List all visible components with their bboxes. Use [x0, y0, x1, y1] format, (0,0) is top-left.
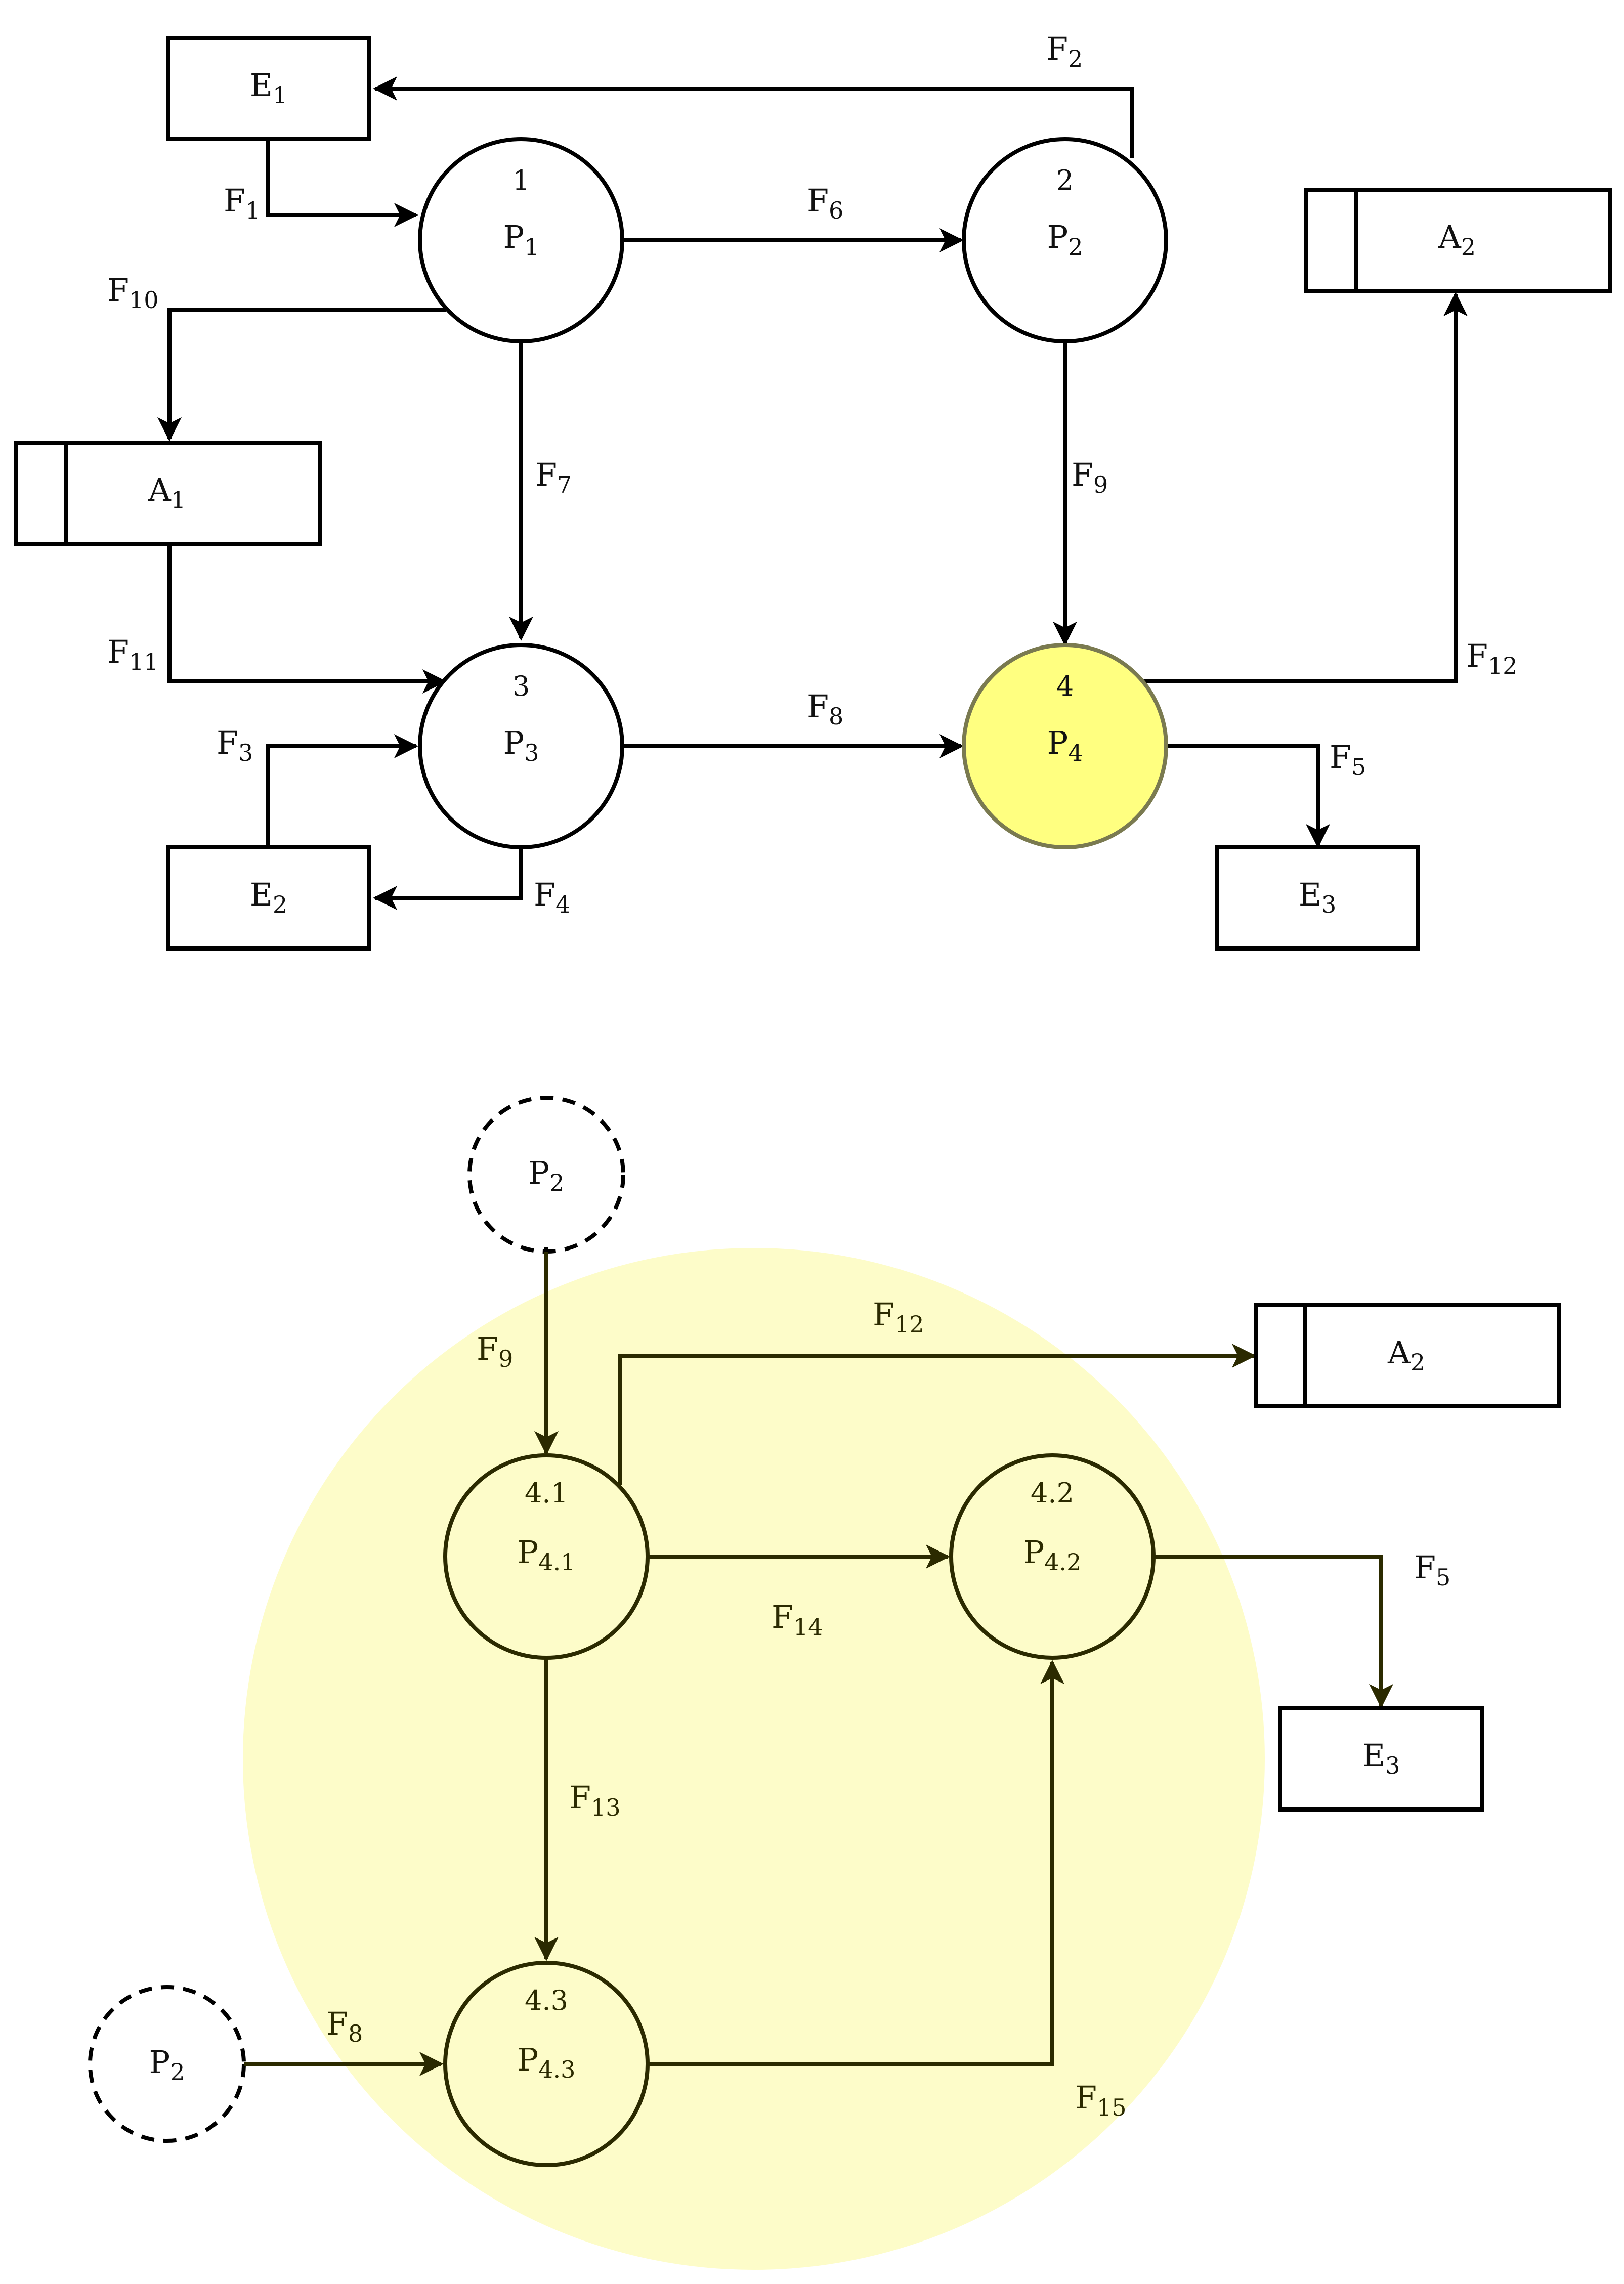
flow-f9-label: F9: [1072, 456, 1108, 498]
process-p4-highlighted: 4 P4: [962, 643, 1168, 849]
ghost-p2-top-label: P2: [529, 1154, 565, 1196]
process-p2-number: 2: [1056, 164, 1074, 196]
flow-f6-label: F6: [807, 182, 843, 224]
entity-e1-label: E1: [250, 67, 288, 109]
process-p4-3-number: 4.3: [525, 1985, 568, 2016]
store-a1: A1: [14, 441, 322, 546]
flow-f5-line: [1166, 744, 1330, 848]
entity-e2: E2: [166, 845, 371, 951]
flow-f8-label: F8: [807, 688, 843, 730]
process-p1: 1 P1: [418, 137, 624, 343]
flow-f3-line: [266, 734, 418, 846]
process-p1-number: 1: [512, 164, 530, 196]
process-p4-number: 4: [1056, 670, 1074, 702]
process-p4-1-label: P4.1: [518, 1534, 576, 1576]
flow-f1-label: F1: [224, 182, 260, 224]
flow-f5-detail-label: F5: [1414, 1549, 1450, 1591]
process-p4-3: 4.3 P4.3: [443, 1961, 650, 2167]
flow-f3-label: F3: [217, 724, 253, 766]
ghost-p2-left-label: P2: [149, 2044, 185, 2086]
store-a2: A2: [1304, 188, 1612, 293]
process-p4-1-number: 4.1: [525, 1477, 568, 1509]
process-p4-label: P4: [1047, 724, 1083, 766]
store-a2-detail-label: A2: [1387, 1334, 1425, 1376]
entity-e3-detail-label: E3: [1362, 1737, 1400, 1779]
store-a2-label: A2: [1438, 219, 1476, 261]
process-p2-label: P2: [1047, 219, 1083, 261]
process-p1-label: P1: [503, 219, 539, 261]
flow-f12-label: F12: [1466, 637, 1518, 679]
process-p4-2: 4.2 P4.2: [949, 1453, 1156, 1660]
flow-f10-line: [157, 308, 446, 442]
ghost-process-p2-top: P2: [467, 1096, 625, 1254]
store-a2-detail: A2: [1254, 1303, 1561, 1408]
flow-f12-detail-label: F12: [873, 1296, 924, 1338]
top-flow-labels: F1 F2 F6 F10 F7 F9 F11 F12 F8 F5 F3 F4: [107, 30, 1518, 918]
flow-f5-detail-line: [1153, 1555, 1393, 1708]
flow-f14-label: F14: [772, 1599, 823, 1641]
top-flow-lines: [157, 76, 1468, 910]
store-a1-label: A1: [148, 471, 186, 513]
flow-f12-line: [1143, 292, 1468, 683]
flow-f15-label: F15: [1075, 2079, 1127, 2121]
process-p4-2-number: 4.2: [1031, 1477, 1074, 1509]
process-p3-number: 3: [512, 670, 530, 702]
bottom-flow-lines: [244, 1247, 1393, 2076]
process-p3: 3 P3: [418, 643, 624, 849]
zoom-highlight-circle: [243, 1248, 1265, 2270]
flow-f1-line: [266, 139, 418, 227]
flow-f15-line: [648, 1660, 1064, 2066]
ghost-process-p2-left: P2: [88, 1985, 246, 2143]
flow-f10-label: F10: [107, 272, 159, 314]
flow-f12-detail-line: [618, 1344, 1256, 1485]
flow-f8-detail-label: F8: [326, 2005, 363, 2047]
flow-f13-label: F13: [569, 1779, 621, 1821]
bottom-flow-labels: F9 F12 F14 F13 F15 F5 F8: [326, 1296, 1450, 2121]
entity-e3-detail: E3: [1278, 1706, 1484, 1812]
process-p2: 2 P2: [962, 137, 1168, 343]
process-p3-label: P3: [503, 724, 539, 766]
flow-f9-detail-label: F9: [477, 1330, 513, 1372]
flow-f4-line: [373, 847, 523, 910]
flow-f2-line: [373, 76, 1134, 158]
process-p4-3-label: P4.3: [518, 2041, 576, 2083]
entity-e2-label: E2: [250, 876, 288, 918]
context-diagram: E1 E2 E3 A1 A2 1 P1 2 P2: [14, 30, 1612, 951]
flow-f11-line: [167, 544, 447, 694]
entity-e3-label: E3: [1299, 876, 1337, 918]
entity-e3: E3: [1215, 845, 1420, 951]
process-p4-2-label: P4.2: [1023, 1534, 1082, 1576]
entity-e1: E1: [166, 36, 371, 141]
p4-decomposition: P2 P2 A2 E3 4.1: [88, 1096, 1561, 2270]
flow-f2-label: F2: [1046, 30, 1083, 72]
flow-f4-label: F4: [534, 876, 570, 918]
flow-f5-label: F5: [1330, 739, 1366, 781]
flow-f11-label: F11: [107, 633, 159, 675]
process-p4-1: 4.1 P4.1: [443, 1453, 650, 1660]
flow-f7-label: F7: [535, 456, 572, 498]
